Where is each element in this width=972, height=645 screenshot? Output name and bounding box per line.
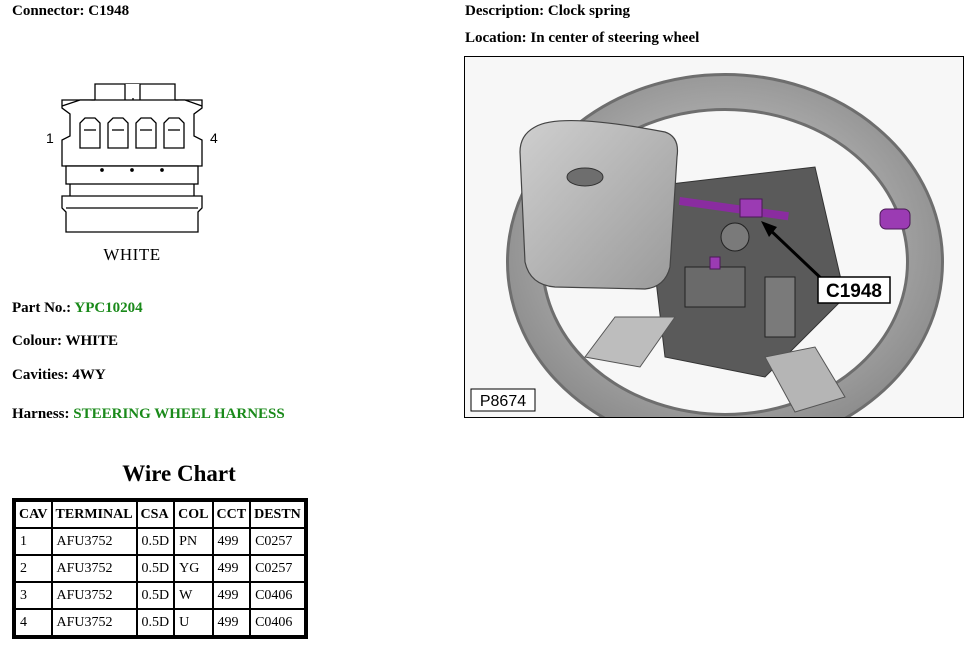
table-row: 4 AFU3752 0.5D U 499 C0406 bbox=[15, 609, 305, 636]
table-row: 1 AFU3752 0.5D PN 499 C0257 bbox=[15, 528, 305, 555]
cell-cav: 3 bbox=[15, 582, 52, 609]
cell-cav: 1 bbox=[15, 528, 52, 555]
harness-value: STEERING WHEEL HARNESS bbox=[73, 406, 285, 422]
col-csa: CSA bbox=[136, 501, 175, 528]
connector-color-label: WHITE bbox=[103, 245, 160, 264]
connector-label: Connector: C1948 bbox=[12, 3, 129, 20]
cell-csa: 0.5D bbox=[136, 528, 175, 555]
steering-wheel-illustration: C1948 P8674 bbox=[464, 56, 964, 418]
connector-callout: C1948 bbox=[826, 281, 882, 302]
table-row: 2 AFU3752 0.5D YG 499 C0257 bbox=[15, 555, 305, 582]
location-label: Location: In center of steering wheel bbox=[465, 30, 699, 47]
pin-4-label: 4 bbox=[210, 130, 218, 146]
part-number-key: Part No.: bbox=[12, 300, 72, 316]
col-cct: CCT bbox=[212, 501, 251, 528]
cell-col: YG bbox=[174, 555, 213, 582]
cell-csa: 0.5D bbox=[136, 555, 175, 582]
colour: Colour: WHITE bbox=[12, 333, 118, 350]
part-number: Part No.: YPC10204 bbox=[12, 300, 143, 317]
part-number-value: YPC10204 bbox=[74, 300, 143, 316]
location-value: In center of steering wheel bbox=[530, 30, 700, 46]
description-label-key: Description: bbox=[465, 3, 545, 19]
cell-cav: 2 bbox=[15, 555, 52, 582]
cell-cav: 4 bbox=[15, 609, 52, 636]
col-cav: CAV bbox=[15, 501, 52, 528]
harness: Harness: STEERING WHEEL HARNESS bbox=[12, 406, 285, 423]
cell-terminal: AFU3752 bbox=[51, 528, 137, 555]
cell-terminal: AFU3752 bbox=[51, 582, 137, 609]
cavity-1 bbox=[79, 117, 101, 149]
cavity-2 bbox=[107, 117, 129, 149]
cavities-key: Cavities: bbox=[12, 367, 69, 383]
connector-label-key: Connector: bbox=[12, 3, 85, 19]
table-row: 3 AFU3752 0.5D W 499 C0406 bbox=[15, 582, 305, 609]
cell-cct: 499 bbox=[212, 528, 251, 555]
cell-col: PN bbox=[174, 528, 213, 555]
location-label-key: Location: bbox=[465, 30, 527, 46]
wire-chart-table: CAV TERMINAL CSA COL CCT DESTN 1 AFU3752… bbox=[12, 498, 308, 639]
colour-key: Colour: bbox=[12, 333, 62, 349]
cell-csa: 0.5D bbox=[136, 609, 175, 636]
cavity-3 bbox=[135, 117, 157, 149]
cell-cct: 499 bbox=[212, 555, 251, 582]
colour-value: WHITE bbox=[65, 333, 118, 349]
cell-cct: 499 bbox=[212, 582, 251, 609]
cell-terminal: AFU3752 bbox=[51, 555, 137, 582]
col-destn: DESTN bbox=[250, 501, 305, 528]
cell-csa: 0.5D bbox=[136, 582, 175, 609]
harness-key: Harness: bbox=[12, 406, 70, 422]
steering-wheel-drawing: C1948 P8674 bbox=[465, 57, 963, 417]
connector-id: C1948 bbox=[88, 3, 130, 19]
cell-col: W bbox=[174, 582, 213, 609]
connector-diagram: 1 4 WHITE bbox=[46, 83, 218, 264]
wire-chart-header-row: CAV TERMINAL CSA COL CCT DESTN bbox=[15, 501, 305, 528]
cell-col: U bbox=[174, 609, 213, 636]
col-col: COL bbox=[174, 501, 213, 528]
cavities: Cavities: 4WY bbox=[12, 367, 106, 384]
col-terminal: TERMINAL bbox=[51, 501, 137, 528]
cell-destn: C0406 bbox=[250, 582, 305, 609]
description-label: Description: Clock spring bbox=[465, 3, 630, 20]
description-value: Clock spring bbox=[547, 3, 631, 19]
cavities-value: 4WY bbox=[72, 367, 106, 383]
cell-cct: 499 bbox=[212, 609, 251, 636]
cell-destn: C0257 bbox=[250, 555, 305, 582]
cell-terminal: AFU3752 bbox=[51, 609, 137, 636]
cell-destn: C0406 bbox=[250, 609, 305, 636]
cavity-4 bbox=[163, 117, 185, 149]
pin-1-label: 1 bbox=[46, 130, 54, 146]
figure-id: P8674 bbox=[480, 393, 526, 410]
cell-destn: C0257 bbox=[250, 528, 305, 555]
wire-chart-title: Wire Chart bbox=[122, 461, 236, 486]
